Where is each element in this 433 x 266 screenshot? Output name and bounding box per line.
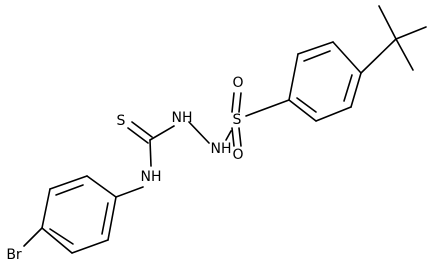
bond-s-o-top-2	[238, 92, 242, 113]
ring2-bond-1	[86, 175, 117, 198]
ring1-inner-3	[296, 97, 317, 113]
ring2-bond-6	[107, 196, 117, 241]
atom-nh-low: NH	[141, 169, 162, 185]
atom-s-sulfonyl: S	[233, 112, 242, 128]
bond-nh-nh	[188, 121, 210, 144]
atom-s-thione: S	[117, 113, 126, 129]
atom-br: Br	[6, 247, 22, 263]
ring1-bond-2	[297, 41, 334, 55]
bond-nh-ring	[115, 186, 144, 198]
bond-c-nh-low	[149, 139, 152, 167]
ring2-bond-4	[41, 227, 73, 254]
ring1-bond-4	[350, 72, 362, 108]
ring1-bond-3	[332, 41, 362, 74]
ring2-inner-2	[49, 228, 74, 245]
atom-labels: S NH NH S O O NH Br	[6, 75, 243, 263]
bond-s-o-bottom-1	[231, 127, 235, 147]
bond-s-o-bottom-2	[238, 127, 242, 147]
bond-s-o-top-1	[231, 92, 235, 113]
bonds	[23, 5, 427, 254]
bond-tbutyl-methyl-2	[395, 26, 427, 40]
bond-c-s-double-1	[127, 127, 149, 144]
atom-o-top: O	[232, 75, 243, 91]
ring1-inner-2	[343, 74, 353, 102]
ring1-bond-6	[288, 99, 317, 122]
ring2-bond-2	[49, 175, 88, 190]
ring1-inner-1	[303, 50, 331, 62]
atom-o-bottom: O	[232, 147, 243, 163]
ring2-bond-3	[41, 188, 51, 229]
bond-c-nh-top	[149, 125, 175, 141]
bond-c-s-double-2	[131, 121, 153, 138]
bond-tbutyl-methyl-1	[378, 5, 397, 40]
ring2-inner-1	[55, 184, 84, 196]
bond-ring-tbutyl	[360, 38, 397, 74]
ring2-inner-3	[101, 202, 109, 235]
atom-nh-mid: NH	[211, 141, 232, 157]
ring2-bond-5	[71, 239, 109, 254]
ring1-bond-1	[288, 53, 299, 101]
ring1-bond-5	[315, 106, 352, 122]
atom-nh-top: NH	[172, 110, 193, 126]
bond-nh-s	[225, 130, 232, 141]
bond-ring-br	[23, 227, 43, 247]
bond-tbutyl-methyl-3	[395, 38, 414, 71]
bond-s-ring	[245, 99, 290, 117]
